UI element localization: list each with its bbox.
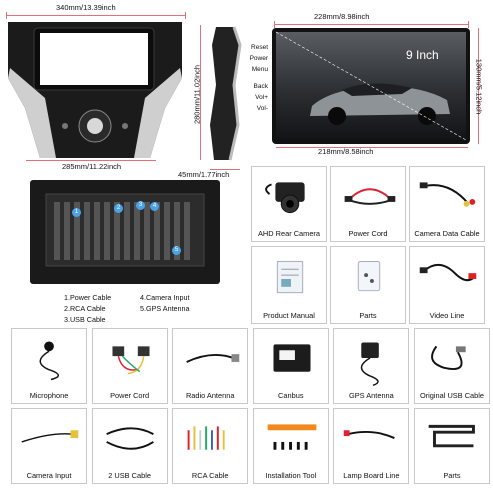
card-row4-2: RCA Cable [172, 408, 249, 484]
card-row2-2-label: Video Line [429, 311, 465, 320]
marker-1: 1 [72, 208, 81, 217]
bracket-image [428, 424, 475, 448]
card-row4-0: Camera Input [11, 408, 87, 484]
dim-top-width-right: 228mm/8.98inch [314, 12, 370, 21]
powercord-image [344, 188, 396, 205]
card-row1-2: Camera Data Cable [409, 166, 485, 242]
legend-camera-input: 4.Camera Input [140, 293, 190, 302]
card-row4-3-label: Installation Tool [265, 471, 317, 480]
legend-gps-antenna: 5.GPS Antenna [140, 304, 190, 313]
card-row2-2: Video Line [409, 246, 485, 324]
card-row3-2: Radio Antenna [172, 328, 249, 404]
card-row3-5: Original USB Cable [414, 328, 490, 404]
mic-image [39, 341, 60, 381]
legend-usb-cable: 3.USB Cable [64, 315, 106, 324]
usb-image [431, 345, 466, 370]
card-row2-0-label: Product Manual [263, 311, 315, 320]
rca-image [187, 426, 225, 450]
card-row3-0-label: Microphone [29, 391, 69, 400]
marker-4: 4 [150, 202, 159, 211]
btn-menu-label: Menu [251, 66, 268, 73]
card-row3-3: Canbus [252, 328, 329, 404]
card-row1-1: Power Cord [330, 166, 406, 242]
card-row4-4: Lamp Board Line [333, 408, 410, 484]
legend-power-cable: 1.Power Cable [64, 293, 112, 302]
caminput-image [21, 430, 79, 443]
card-row1-0-label: AHD Rear Camera [257, 229, 321, 238]
gps-image [361, 342, 380, 387]
dim-top-width-left: 340mm/13.39inch [56, 3, 116, 12]
card-row3-4: GPS Antenna [333, 328, 410, 404]
marker-3: 3 [136, 201, 145, 210]
usb2-image [105, 427, 154, 450]
card-row1-0: AHD Rear Camera [251, 166, 327, 242]
dim-height-left: 280mm/11.02inch [192, 64, 202, 125]
card-row2-1-label: Parts [359, 311, 377, 320]
card-row4-1-label: 2 USB Cable [108, 471, 151, 480]
manual-image [276, 260, 304, 294]
card-row4-2-label: RCA Cable [191, 471, 229, 480]
card-row3-4-label: GPS Antenna [348, 391, 394, 400]
radio-image [186, 353, 240, 363]
canbus-image [273, 344, 311, 372]
card-row3-2-label: Radio Antenna [185, 391, 235, 400]
card-row4-5-label: Parts [443, 471, 461, 480]
marker-5: 5 [172, 246, 181, 255]
screen-size-badge: 9 Inch [406, 48, 439, 62]
screen-figure: 228mm/8.98inch Reset Power Menu Back Vol… [246, 0, 493, 165]
dash-frame-figure: 340mm/13.39inch 285mm/11.22inch [0, 0, 190, 171]
legend-rca-cable: 2.RCA Cable [64, 304, 106, 313]
card-row3-1: Power Cord [91, 328, 168, 404]
side-profile-figure: 280mm/11.02inch 45mm/1.77inch [178, 20, 246, 180]
dash-frame-image [8, 22, 182, 158]
side-profile-image [210, 26, 242, 161]
screen-image [272, 28, 470, 144]
card-row3-0: Microphone [11, 328, 87, 404]
video-image [419, 263, 477, 282]
dim-height-right: 130mm/5.12inch [474, 58, 484, 115]
btn-voldown-label: Vol- [256, 105, 268, 112]
dim-depth: 45mm/1.77inch [178, 170, 230, 179]
unit-back-image [30, 180, 220, 284]
card-row2-0: Product Manual [251, 246, 327, 324]
lamp-image [344, 430, 396, 439]
dim-bottom-width-left: 285mm/11.22inch [62, 162, 122, 171]
btn-back-label: Back [253, 83, 268, 90]
card-row3-5-label: Original USB Cable [419, 391, 485, 400]
tool-image [267, 424, 317, 450]
marker-2: 2 [114, 204, 123, 213]
card-row4-0-label: Camera Input [26, 471, 72, 480]
card-row2-1: Parts [330, 246, 406, 324]
card-row4-3: Installation Tool [252, 408, 329, 484]
btn-volup-label: Vol+ [255, 94, 268, 101]
card-row4-5: Parts [414, 408, 490, 484]
wiring-panel: 1 2 3 4 5 1.Power Cable 2.RCA Cable 3.US… [24, 178, 234, 328]
dim-bottom-width-right: 218mm/8.58inch [318, 147, 374, 156]
camera-image [265, 182, 305, 214]
card-row4-1: 2 USB Cable [91, 408, 168, 484]
btn-power-label: Power [249, 55, 268, 62]
card-row1-2-label: Camera Data Cable [414, 229, 480, 238]
camdata-image [419, 182, 476, 207]
card-row3-1-label: Power Cord [110, 391, 150, 400]
card-row4-4-label: Lamp Board Line [343, 471, 400, 480]
btn-reset-label: Reset [251, 44, 268, 51]
card-row1-1-label: Power Cord [348, 229, 388, 238]
harness-image [112, 346, 150, 375]
parts_bag-image [357, 260, 381, 292]
card-row3-3-label: Canbus [278, 391, 304, 400]
